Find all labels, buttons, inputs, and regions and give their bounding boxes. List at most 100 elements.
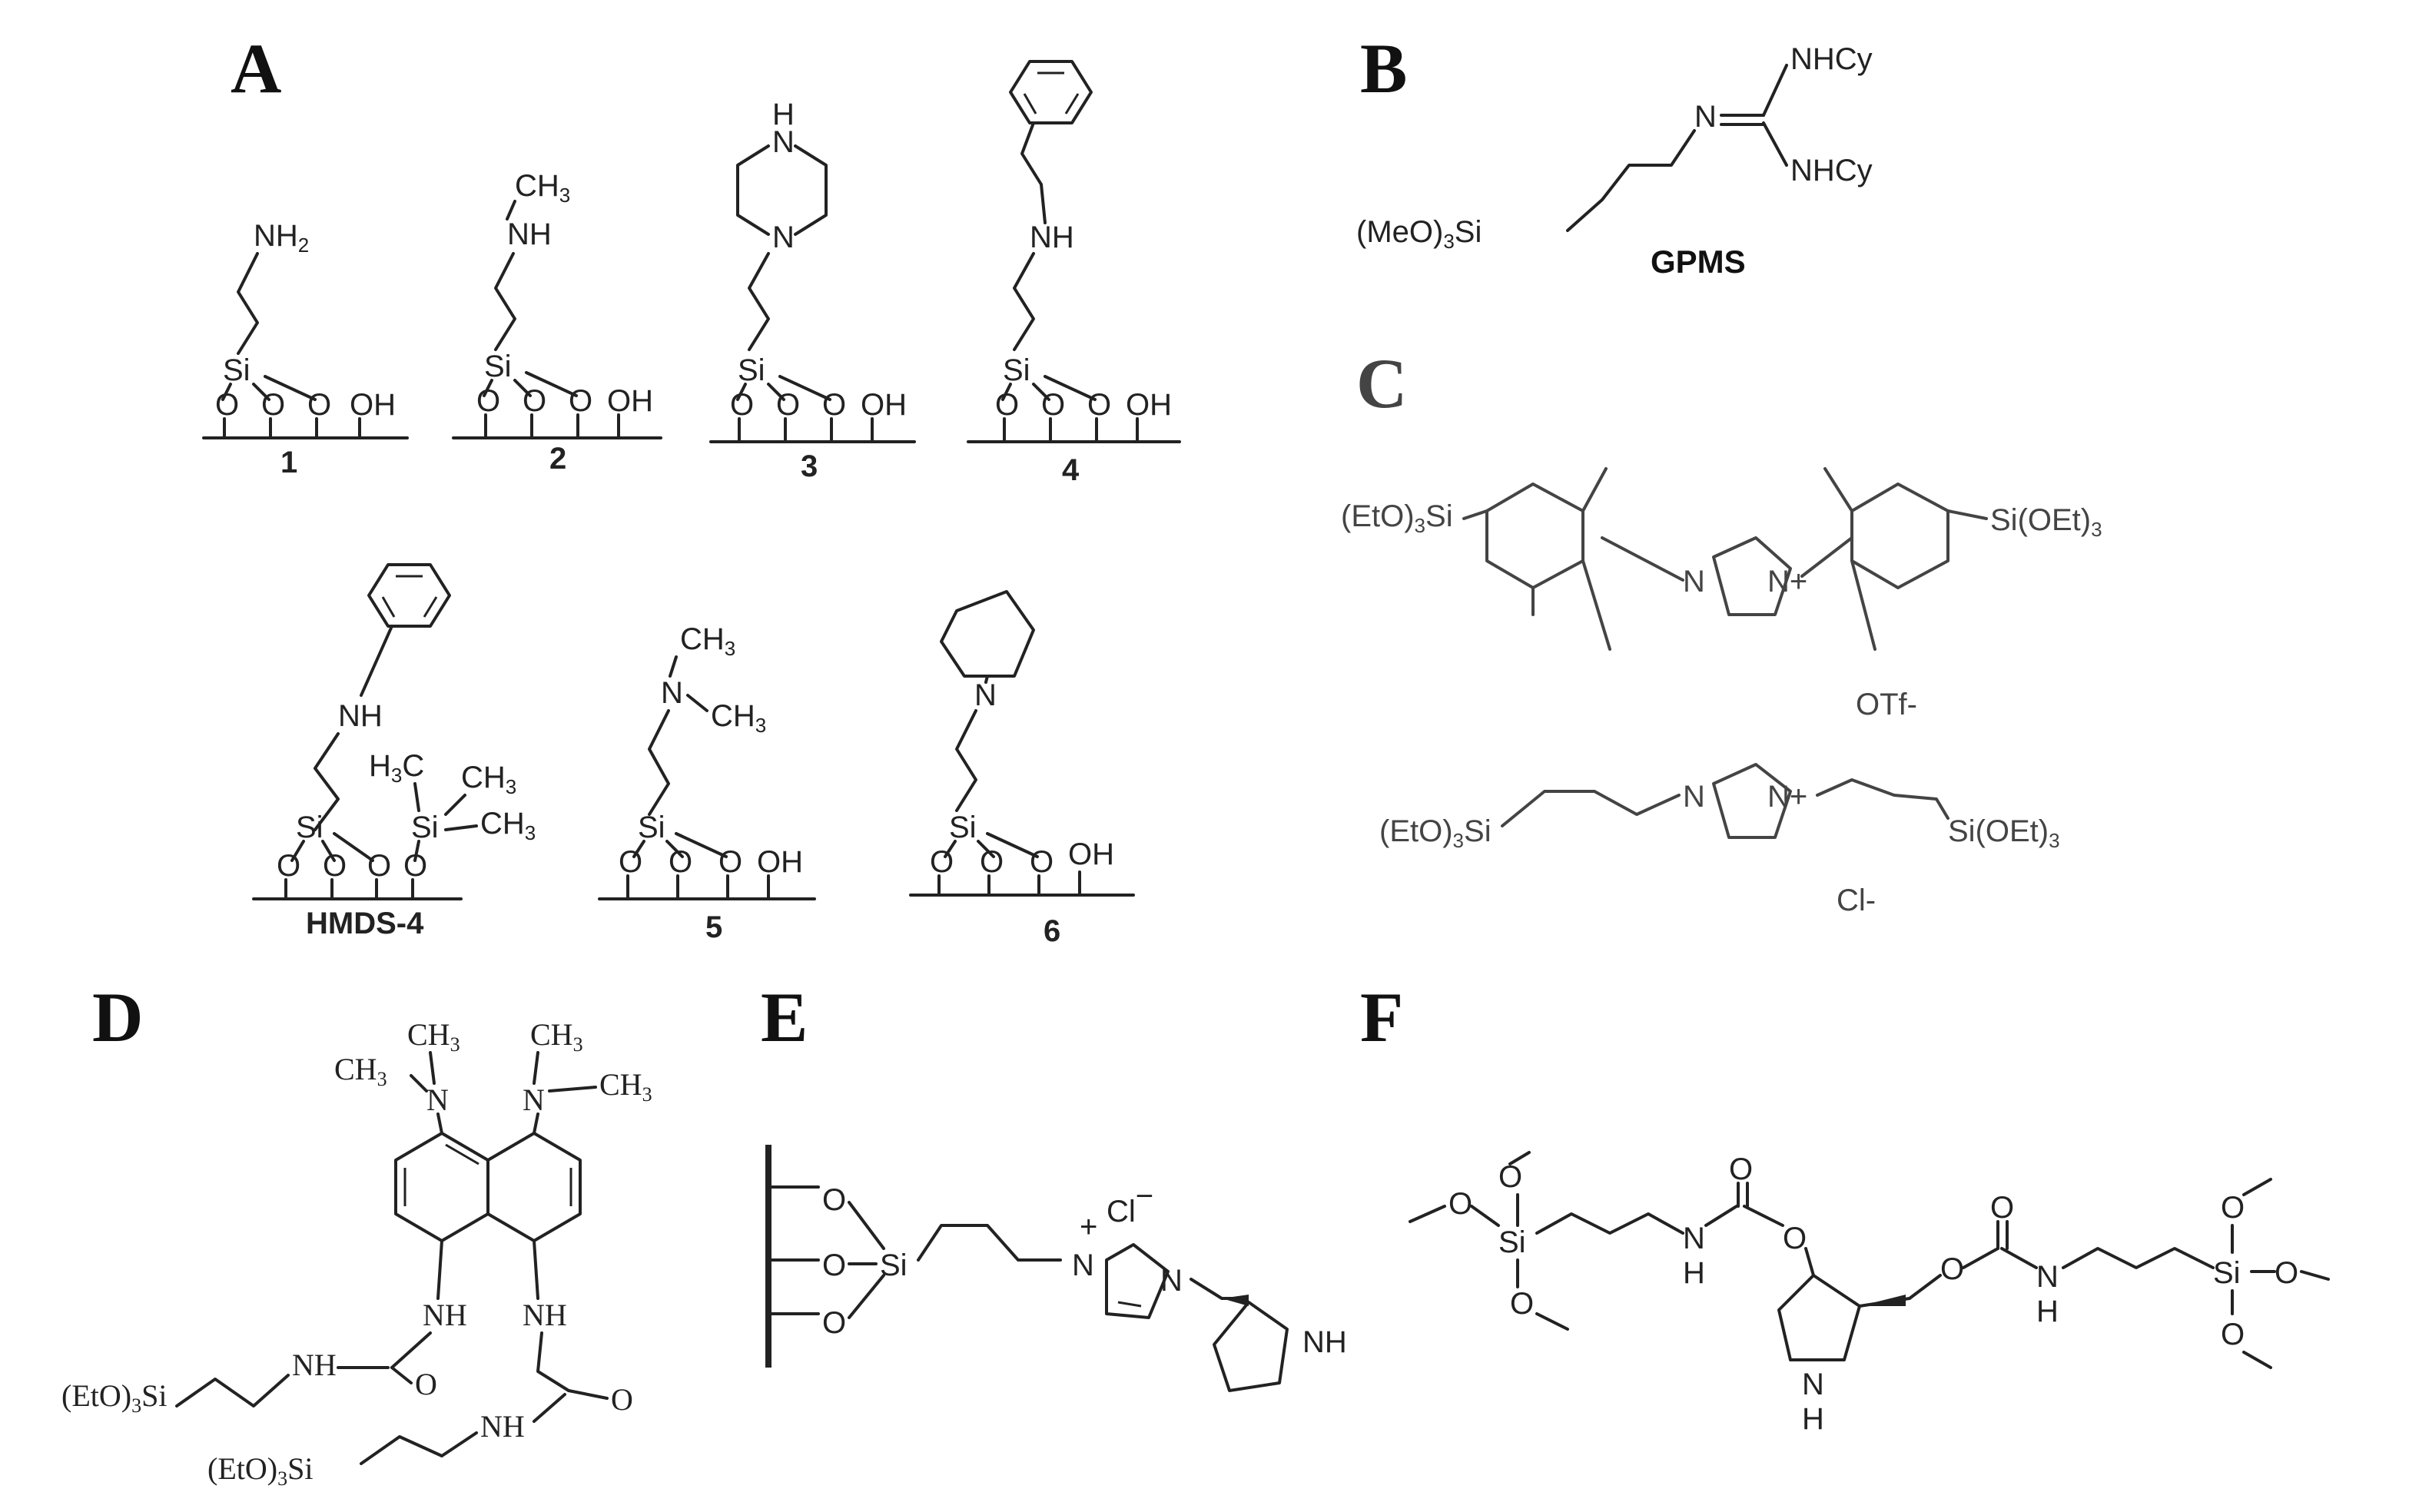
dimethylamino-n-label: N <box>426 1083 449 1117</box>
oxygen-label: O <box>822 1183 846 1217</box>
triethoxysilyl-label: (EtO)3Si <box>61 1378 167 1417</box>
amine-nh-label: NH <box>507 217 552 251</box>
oxygen-label: O <box>1448 1187 1472 1221</box>
piperazine-n-label: N <box>772 125 795 159</box>
carbamate-n-label: N <box>2036 1260 2059 1294</box>
nhcy-label: NHCy <box>1790 154 1873 187</box>
oxygen-label: O <box>930 845 954 879</box>
ester-o-label: O <box>1783 1222 1807 1255</box>
gpms-label: GPMS <box>1651 244 1746 280</box>
oxygen-label: O <box>669 845 692 879</box>
compound-3: H N N Si O O O OH 3 <box>709 98 916 483</box>
carbonyl-o-label: O <box>415 1367 437 1401</box>
oxygen-label: O <box>776 388 800 422</box>
imidazolium-n-plus-label: N+ <box>1767 565 1807 598</box>
triethoxysilyl-label: Si(OEt)3 <box>1948 814 2060 852</box>
silicon-label: Si <box>638 811 665 844</box>
piperazine-nh-label: H <box>772 98 795 131</box>
silicon-label: Si <box>411 811 439 844</box>
panel-label-b: B <box>1360 29 1407 108</box>
oxygen-label: O <box>822 388 846 422</box>
compound-hmds-4: NH Si H3C CH3 CH3 Si O O O O HMDS-4 <box>252 563 536 940</box>
panel-a: A NH2 Si O O O OH 1 CH3 NH Si <box>202 29 1181 948</box>
hydroxyl-label: OH <box>757 845 803 879</box>
compound-label: 5 <box>705 910 722 944</box>
triethoxysilyl-label: Si(OEt)3 <box>1990 503 2102 541</box>
oxygen-label: O <box>215 388 239 422</box>
triethoxysilyl-label: (EtO)3Si <box>1341 499 1453 537</box>
compound-label: 6 <box>1044 914 1060 948</box>
oxygen-label: O <box>323 849 347 883</box>
compound-4: NH Si O O O OH 4 <box>967 60 1181 487</box>
silicon-label: Si <box>296 811 324 844</box>
dimethylamino-n-label: N <box>523 1083 545 1117</box>
panel-e: E O O O Si N + Cl− N NH <box>761 978 1347 1392</box>
pyrrolidine-h-label: H <box>1802 1402 1824 1436</box>
carbamate-h-label: H <box>1683 1256 1705 1290</box>
silicon-label: Si <box>949 811 977 844</box>
triflate-anion-label: OTf- <box>1856 688 1917 721</box>
oxygen-label: O <box>1087 388 1111 422</box>
methyl-label: CH3 <box>680 622 735 660</box>
silicon-label: Si <box>738 353 765 387</box>
silicon-label: Si <box>1003 353 1030 387</box>
panel-f: F O O Si O N H O O N H O O N H <box>1360 978 2330 1436</box>
carbonyl-o-label: O <box>611 1382 633 1417</box>
methyl-label: CH3 <box>515 169 570 207</box>
oxygen-label: O <box>718 845 742 879</box>
pyrrolidine-n-label: N <box>1802 1368 1824 1401</box>
methyl-label: CH3 <box>711 699 766 737</box>
trimethyl-h3c-label: H3C <box>369 749 424 787</box>
imidazolium-n-plus-label: N+ <box>1767 780 1807 814</box>
ester-o-label: O <box>1940 1252 1964 1286</box>
imine-n-label: N <box>1694 100 1717 134</box>
compound-6: N Si O O O OH 6 <box>909 590 1135 948</box>
panel-label-e: E <box>761 978 808 1056</box>
oxygen-label: O <box>569 384 592 418</box>
oxygen-label: O <box>1510 1287 1534 1321</box>
oxygen-label: O <box>367 849 391 883</box>
trimethyl-ch3-label: CH3 <box>461 761 516 798</box>
panel-label-f: F <box>1360 978 1403 1056</box>
amine-nh2-label: NH2 <box>254 219 309 257</box>
chloride-anion-label: Cl- <box>1837 884 1876 917</box>
carbonyl-o-label: O <box>1729 1152 1753 1186</box>
pyrrolidine-nh-label: NH <box>1302 1325 1347 1359</box>
imidazolium-n-label: N <box>1683 565 1705 598</box>
compound-label: HMDS-4 <box>306 907 424 940</box>
oxygen-label: O <box>822 1306 846 1340</box>
carbonyl-o-label: O <box>1990 1191 2014 1225</box>
silicon-label: Si <box>2213 1256 2241 1290</box>
hydroxyl-label: OH <box>1126 388 1172 422</box>
urea-nh-label: NH <box>423 1298 467 1332</box>
positive-charge-label: + <box>1080 1210 1097 1244</box>
amine-nh-label: NH <box>338 699 383 733</box>
urea-nh-label: NH <box>523 1298 567 1332</box>
compound-2: CH3 NH Si O O O OH 2 <box>452 169 662 476</box>
methyl-label: CH3 <box>530 1017 583 1056</box>
imidazole-n-label: N <box>1160 1264 1183 1298</box>
oxygen-label: O <box>730 388 754 422</box>
hydroxyl-label: OH <box>350 388 396 422</box>
imidazolium-n-label: N <box>1072 1248 1094 1282</box>
oxygen-label: O <box>307 388 331 422</box>
triethoxysilyl-label: (EtO)3Si <box>207 1451 313 1490</box>
dimethylamine-n-label: N <box>661 676 683 710</box>
nhcy-label: NHCy <box>1790 42 1873 76</box>
hydroxyl-label: OH <box>861 388 907 422</box>
compound-5: CH3 N CH3 Si O O O OH 5 <box>598 622 816 944</box>
oxygen-label: O <box>523 384 546 418</box>
silicon-label: Si <box>1498 1225 1526 1259</box>
oxygen-label: O <box>277 849 300 883</box>
compound-label: 3 <box>801 449 818 483</box>
panel-b: B NHCy NHCy N (MeO)3Si GPMS <box>1356 29 1873 280</box>
urea-nh-label: NH <box>480 1409 525 1444</box>
oxygen-label: O <box>261 388 285 422</box>
oxygen-label: O <box>2275 1256 2298 1290</box>
panel-label-a: A <box>231 29 281 108</box>
oxygen-label: O <box>980 845 1004 879</box>
piperazine-n-label: N <box>772 220 795 254</box>
methyl-label: CH3 <box>599 1067 652 1106</box>
silicon-label: Si <box>880 1248 908 1282</box>
